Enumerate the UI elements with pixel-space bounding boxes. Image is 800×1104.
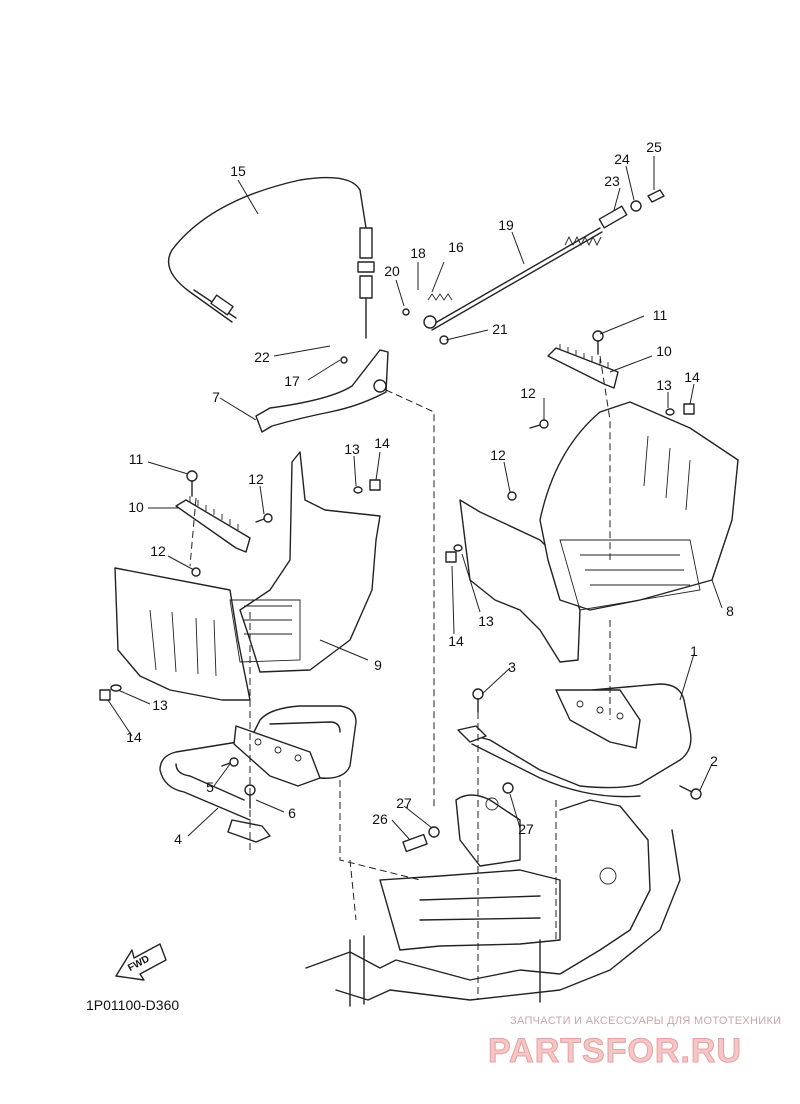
assembly-lines: [189, 355, 611, 1000]
callout-13-right: 13: [478, 613, 494, 629]
callout-24: 24: [614, 151, 630, 167]
callout-4: 4: [174, 831, 182, 847]
fwd-arrow: FWD: [115, 943, 167, 981]
right-footrest-bracket: [457, 683, 692, 798]
brake-rod: [402, 189, 665, 345]
callout-12-left-top: 12: [248, 471, 264, 487]
callout-11-right: 11: [653, 307, 668, 323]
callout-6: 6: [288, 805, 296, 821]
callout-16: 16: [448, 239, 464, 255]
callout-14-right-top: 14: [684, 369, 700, 385]
callout-26: 26: [372, 811, 388, 827]
callout-10-left: 10: [128, 499, 144, 515]
right-footboard: [459, 401, 739, 663]
callout-1: 1: [690, 643, 698, 659]
brake-cable: [167, 176, 375, 339]
callout-8: 8: [726, 603, 734, 619]
frame: [305, 794, 681, 1007]
leader-lines: [107, 156, 723, 841]
callout-12-left: 12: [150, 543, 166, 559]
callout-13-right-top: 13: [656, 377, 672, 393]
callout-22: 22: [254, 349, 270, 365]
callout-15: 15: [230, 163, 246, 179]
brake-pedal: [255, 349, 389, 433]
callout-27-left: 27: [396, 795, 412, 811]
callout-2: 2: [710, 753, 718, 769]
diagram-code: 1P01100-D360: [86, 997, 179, 1013]
callout-19: 19: [498, 217, 514, 233]
callout-20: 20: [384, 263, 400, 279]
callout-25: 25: [646, 139, 662, 155]
callout-21: 21: [492, 321, 508, 337]
callout-23: 23: [604, 173, 620, 189]
fasteners: [99, 330, 702, 853]
callouts: 15 16 18 20 19 23 24 25 21 22 17 7 11 10…: [126, 139, 734, 847]
callout-14-left: 14: [126, 729, 142, 745]
left-footboard: [114, 451, 381, 701]
callout-14-right: 14: [448, 633, 464, 649]
callout-10-right: 10: [656, 343, 672, 359]
callout-3: 3: [508, 659, 516, 675]
callout-18: 18: [410, 245, 426, 261]
callout-13-left-top: 13: [344, 441, 360, 457]
callout-27-right: 27: [518, 821, 534, 837]
left-footrest-bracket: [159, 705, 357, 843]
callout-17: 17: [284, 373, 300, 389]
callout-14-left-top: 14: [374, 435, 390, 451]
callout-13-left: 13: [152, 697, 168, 713]
callout-12-right: 12: [490, 447, 506, 463]
watermark: ЗАПЧАСТИ И АКСЕССУАРЫ ДЛЯ МОТОТЕХНИКИ PA…: [488, 1015, 782, 1071]
callout-7: 7: [212, 389, 220, 405]
watermark-tagline: ЗАПЧАСТИ И АКСЕССУАРЫ ДЛЯ МОТОТЕХНИКИ: [510, 1015, 781, 1027]
callout-9: 9: [374, 657, 382, 673]
callout-12-right-top: 12: [520, 385, 536, 401]
callout-5: 5: [206, 779, 214, 795]
callout-11-left: 11: [129, 451, 144, 467]
watermark-brand: PARTSFOR.RU: [488, 1032, 742, 1070]
